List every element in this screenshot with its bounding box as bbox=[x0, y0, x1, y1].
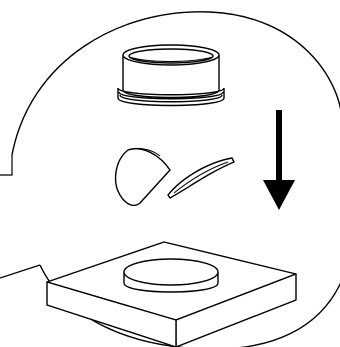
base-disc-icon bbox=[47, 242, 296, 347]
cylinder-ring-icon bbox=[118, 45, 224, 106]
cone-pieces-icon bbox=[116, 148, 234, 205]
arrow-down-icon bbox=[263, 110, 295, 210]
callout-leader bbox=[0, 155, 40, 278]
